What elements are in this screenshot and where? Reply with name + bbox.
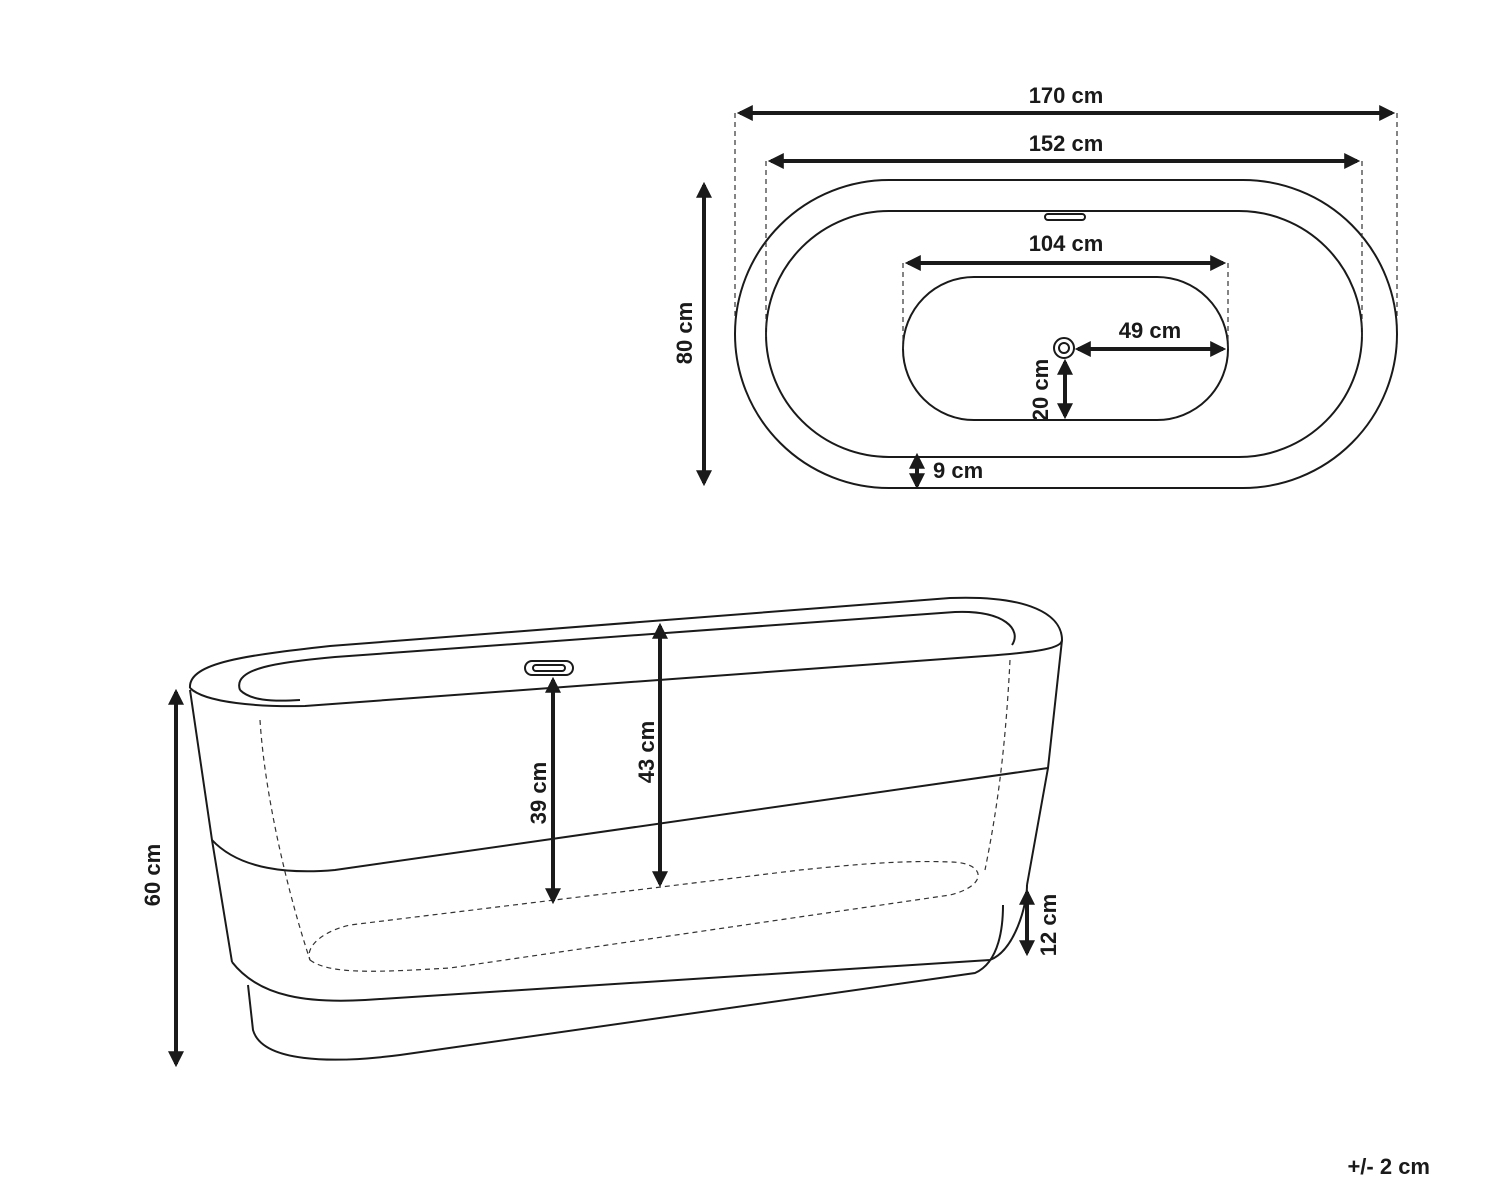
overflow-icon (1044, 213, 1086, 221)
overflow-icon (524, 660, 574, 676)
outer-rim-outline (734, 179, 1398, 489)
label-overall-length: 170 cm (1029, 83, 1104, 108)
label-drain-height-offset: 20 cm (1028, 359, 1053, 421)
label-overall-depth: 43 cm (634, 721, 659, 783)
label-drain-offset: 49 cm (1119, 318, 1181, 343)
rim-top-edge (188, 596, 1063, 689)
rim-front-edge (189, 639, 1063, 708)
top-view: 170 cm 152 cm 104 cm 49 cm 20 cm 80 cm 9… (672, 83, 1398, 490)
inner-rim-opening (238, 610, 1016, 691)
inner-rim-lower (239, 689, 301, 702)
inner-wall-left-hidden (259, 719, 311, 961)
inner-bottom-hidden (308, 860, 979, 972)
drain-inner-icon (1058, 342, 1070, 354)
label-basin-length: 104 cm (1029, 231, 1104, 256)
body-left-edge (189, 689, 233, 963)
base-outline (247, 904, 1004, 1061)
side-view: 60 cm 39 cm 43 cm 12 cm (140, 596, 1063, 1068)
label-overall-height: 60 cm (140, 844, 165, 906)
label-overall-width: 80 cm (672, 302, 697, 364)
drain-icon (1053, 337, 1075, 359)
label-inner-depth: 39 cm (526, 762, 551, 824)
inner-wall-right-hidden (984, 659, 1011, 871)
body-right-edge (1026, 639, 1063, 886)
label-inner-length: 152 cm (1029, 131, 1104, 156)
body-band-line (211, 767, 1049, 873)
label-rim-width: 9 cm (933, 458, 983, 483)
label-base-height: 12 cm (1036, 894, 1061, 956)
overflow-inner-icon (532, 664, 566, 672)
tolerance-note: +/- 2 cm (1347, 1154, 1430, 1179)
